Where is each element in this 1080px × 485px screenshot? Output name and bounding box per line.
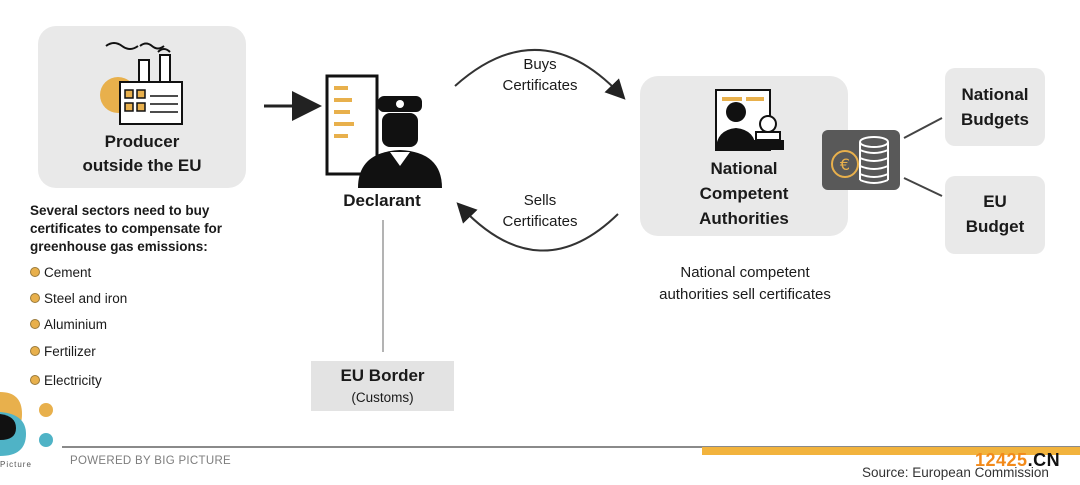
nca-label: National Competent Authorities <box>699 159 789 228</box>
big-picture-logo-icon <box>0 392 53 456</box>
declarant-label: Declarant <box>343 191 421 210</box>
sectors-intro: Several sectors need to buy certificates… <box>30 203 223 254</box>
eu-border-subtitle: (Customs) <box>351 390 414 405</box>
logo-text: Picture <box>0 460 32 469</box>
euro-coins-icon: € <box>822 130 900 190</box>
eu-budget-box <box>945 176 1045 254</box>
source-text: Source: European Commission <box>862 465 1049 480</box>
buys-certificates-label: Buys Certificates <box>502 56 578 94</box>
footer-accent-bar <box>702 447 1080 455</box>
coins-to-national-line <box>903 117 943 139</box>
factory-icon <box>100 42 183 125</box>
coins-to-eu-line <box>903 177 943 197</box>
list-item: Cement <box>30 263 91 281</box>
buys-arrow <box>454 48 626 100</box>
declarant-icon <box>325 74 442 188</box>
bullet-icon <box>30 346 40 356</box>
bullet-icon <box>30 375 40 385</box>
nca-caption: National competent authorities sell cert… <box>659 264 831 303</box>
list-item: Electricity <box>30 371 102 389</box>
eu-border-title: EU Border <box>340 366 425 385</box>
list-item: Aluminium <box>30 315 107 333</box>
watermark-suffix: .CN <box>1027 450 1061 470</box>
producer-label: Producer outside the EU <box>82 132 202 175</box>
watermark-number: 12425 <box>975 450 1028 470</box>
sells-arrow <box>456 202 619 252</box>
list-item: Fertilizer <box>30 342 96 360</box>
powered-by-text: POWERED BY BIG PICTURE <box>70 455 232 467</box>
bullet-icon <box>30 293 40 303</box>
bullet-icon <box>30 267 40 277</box>
footer-divider <box>62 446 1080 448</box>
eu-border-box <box>311 361 454 411</box>
sells-certificates-label: Sells Certificates <box>502 192 578 230</box>
eu-budget-label: EU Budget <box>965 192 1025 236</box>
national-budgets-label: National Budgets <box>961 85 1029 129</box>
authority-icon <box>715 89 784 151</box>
bullet-icon <box>30 319 40 329</box>
national-budgets-box <box>945 68 1045 146</box>
svg-text:€: € <box>840 155 850 174</box>
watermark: 12425.CN <box>975 450 1060 471</box>
list-item: Steel and iron <box>30 289 127 307</box>
